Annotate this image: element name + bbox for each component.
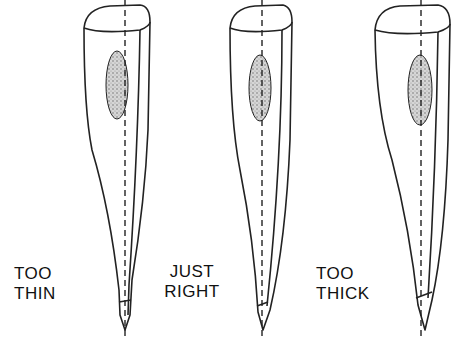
axe-head-thick [375,5,450,330]
figure-label: JUST RIGHT [160,262,224,301]
axe-head-thin [84,5,150,330]
figure-label: TOO THICK [316,264,378,303]
center-lines [125,0,421,339]
axe-head-right [230,5,292,330]
figure-label: TOO THIN [14,264,76,303]
